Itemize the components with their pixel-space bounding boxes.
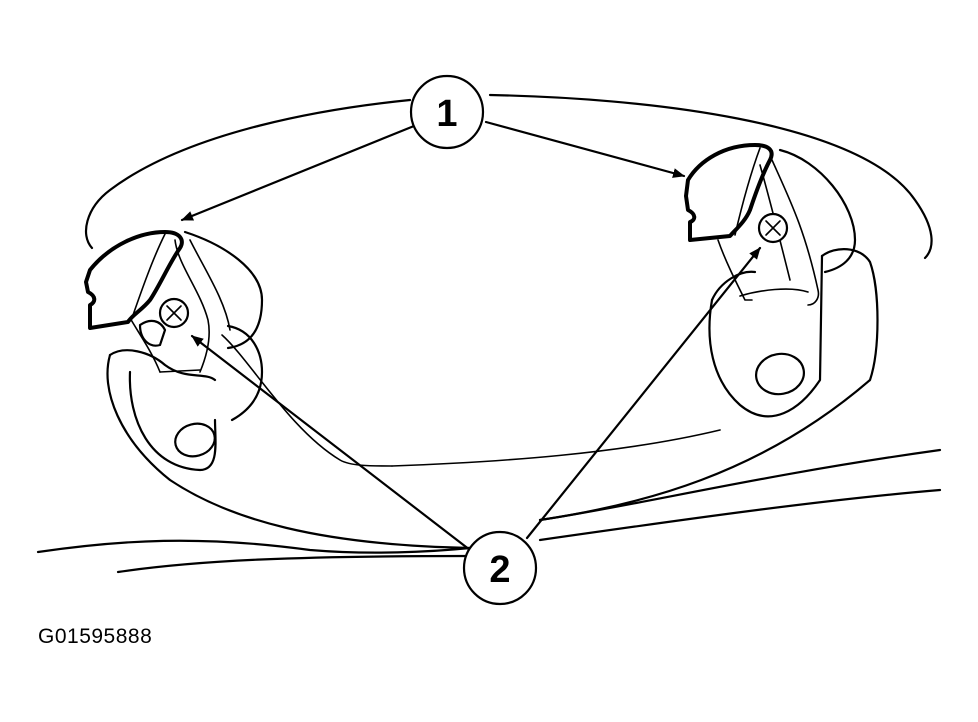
callout-2-label: 2	[489, 549, 510, 591]
callout-1-label: 1	[436, 93, 457, 135]
figure-id: G01595888	[38, 625, 153, 648]
leader-lines	[180, 120, 762, 552]
right-handle-assembly	[538, 143, 879, 522]
left-handle-assembly	[84, 230, 472, 550]
callout-2: 2	[462, 530, 538, 606]
left-screw-icon	[158, 297, 190, 329]
callout-1-leader-left	[180, 124, 416, 222]
callout-2-leader-right	[525, 246, 762, 540]
callout-1-leader-right	[484, 120, 686, 178]
right-screw-icon	[757, 212, 789, 244]
callout-1: 1	[409, 74, 485, 150]
callout-2-leader-left	[190, 334, 472, 552]
headliner-outline	[36, 93, 942, 574]
